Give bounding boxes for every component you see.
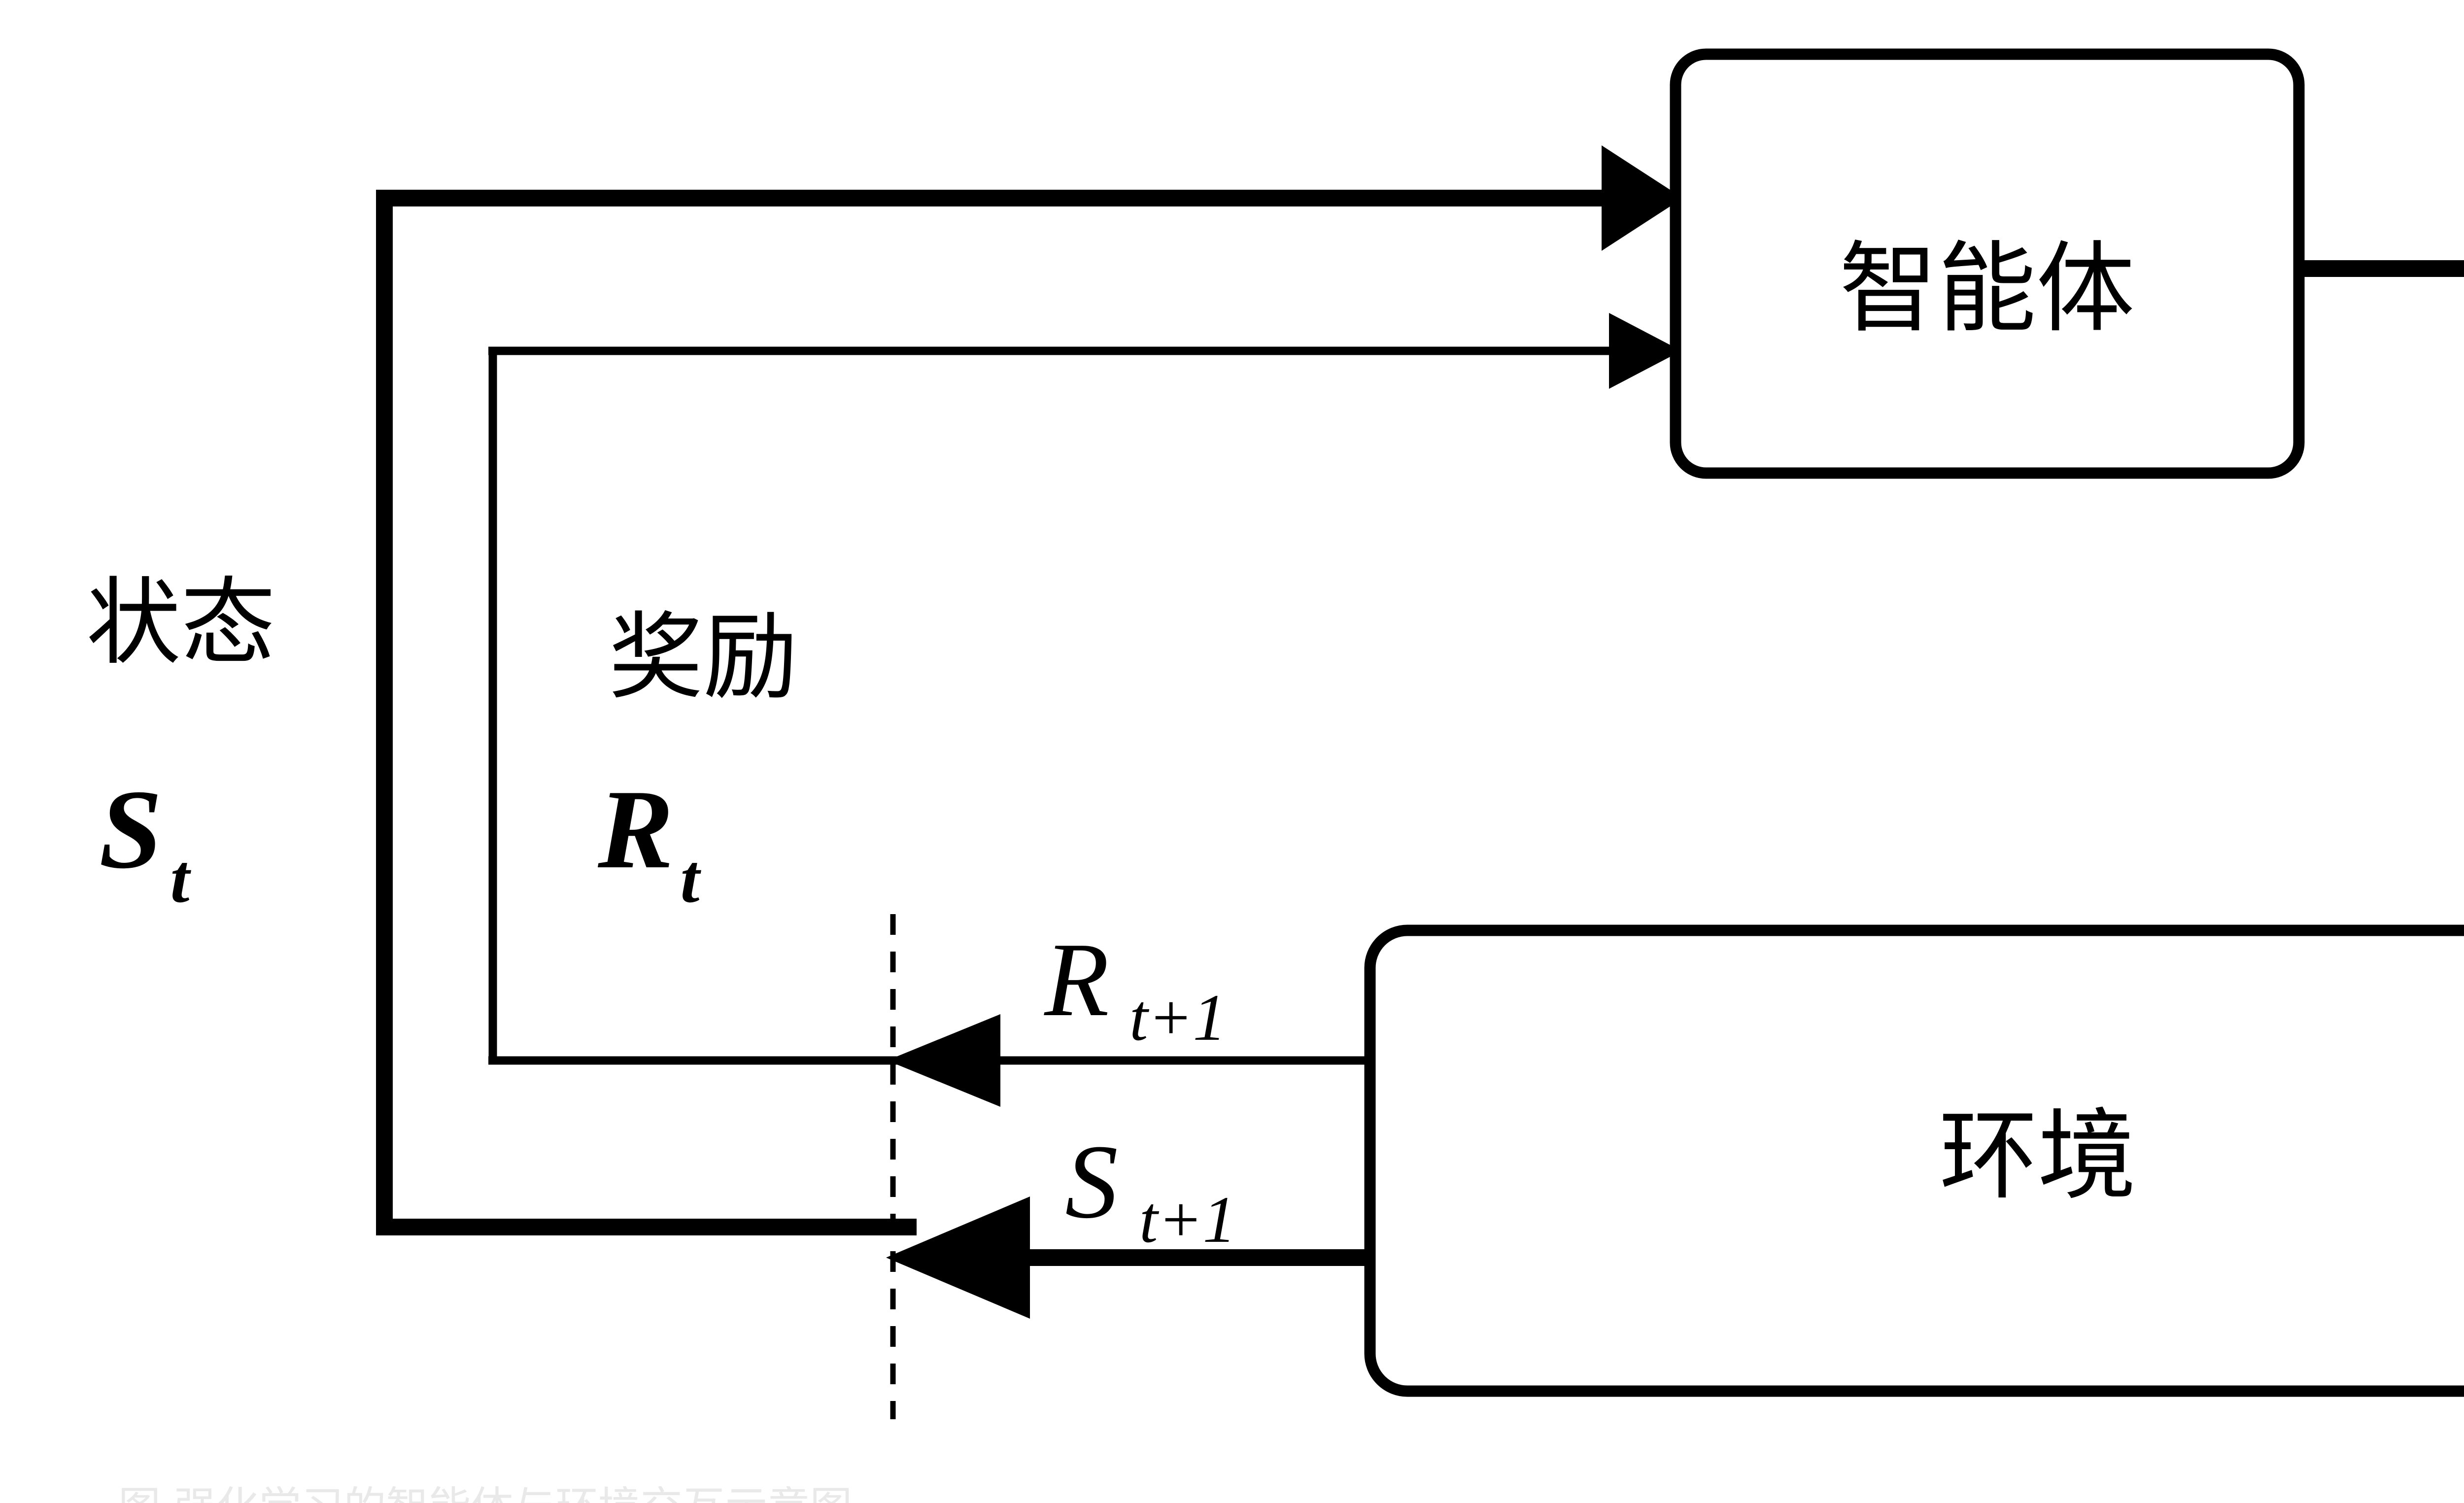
reward-next-label-group: R t+1 xyxy=(1043,921,1226,1055)
environment-label: 环境 xyxy=(1939,1099,2136,1214)
environment-node[interactable]: 环境 xyxy=(1364,924,2464,1397)
reward-symbol: R xyxy=(597,766,673,892)
state-label-cn: 状态 xyxy=(86,568,275,678)
reward-next-symbol: R xyxy=(1043,921,1109,1038)
reward-feedback-loop xyxy=(488,313,1681,1065)
reward-next-arrowhead xyxy=(887,1014,1000,1107)
state-next-symbol: S xyxy=(1065,1123,1118,1240)
state-symbol: S xyxy=(99,766,162,892)
state-next-arrow xyxy=(886,1196,1370,1319)
figure-caption: 图 强化学习的智能体与环境交互示意图 xyxy=(118,1486,1794,1503)
state-feedback-loop xyxy=(376,145,1683,1235)
state-next-label-group: S t+1 xyxy=(1065,1123,1236,1257)
agent-node[interactable]: 智能体 xyxy=(1670,48,2305,479)
state-symbol-subscript: t xyxy=(171,841,192,917)
reward-label-group: 奖励 R t xyxy=(597,603,798,917)
agent-label: 智能体 xyxy=(1839,232,2135,346)
state-next-arrowhead xyxy=(886,1196,1030,1319)
reward-arrowhead-into-agent xyxy=(1609,313,1681,389)
state-arrowhead-into-agent xyxy=(1602,145,1683,251)
reward-next-arrow xyxy=(887,1014,1370,1107)
reward-label-cn: 奖励 xyxy=(609,603,798,713)
state-label-group: 状态 S t xyxy=(86,568,275,917)
reward-symbol-subscript: t xyxy=(681,841,702,917)
environment-box[interactable] xyxy=(1364,924,2464,1397)
state-next-subscript: t+1 xyxy=(1139,1183,1236,1257)
reward-next-subscript: t+1 xyxy=(1129,981,1226,1055)
agent-box[interactable] xyxy=(1670,48,2305,479)
